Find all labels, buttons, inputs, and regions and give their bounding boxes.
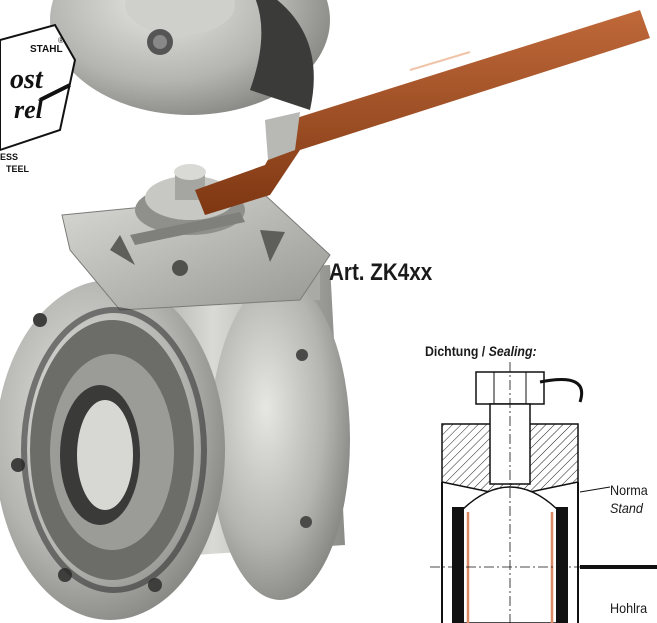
label-standard: Stand: [610, 500, 643, 516]
sealing-cross-section-drawing: [430, 362, 657, 623]
article-number: Art. ZK4xx: [329, 259, 433, 286]
svg-text:ESS: ESS: [0, 152, 18, 162]
flange-gasket: [21, 307, 207, 593]
sealing-label-en: Sealing:: [488, 343, 537, 359]
svg-text:rel: rel: [14, 95, 44, 124]
label-normal: Norma: [610, 482, 648, 498]
top-flange: [50, 0, 330, 115]
sealing-label-de: Dichtung /: [425, 343, 486, 359]
lever-handle: [195, 10, 650, 215]
front-flange: [0, 280, 225, 620]
svg-text:ost: ost: [10, 64, 44, 95]
sealing-heading: Dichtung / Sealing:: [425, 343, 537, 359]
rostfrei-logo: STAHL ® ost rel ESS TEEL: [0, 23, 77, 174]
svg-text:STAHL: STAHL: [30, 44, 63, 55]
svg-text:TEEL: TEEL: [6, 164, 30, 174]
label-hohlraum: Hohlra: [610, 600, 648, 616]
svg-text:®: ®: [58, 36, 64, 45]
